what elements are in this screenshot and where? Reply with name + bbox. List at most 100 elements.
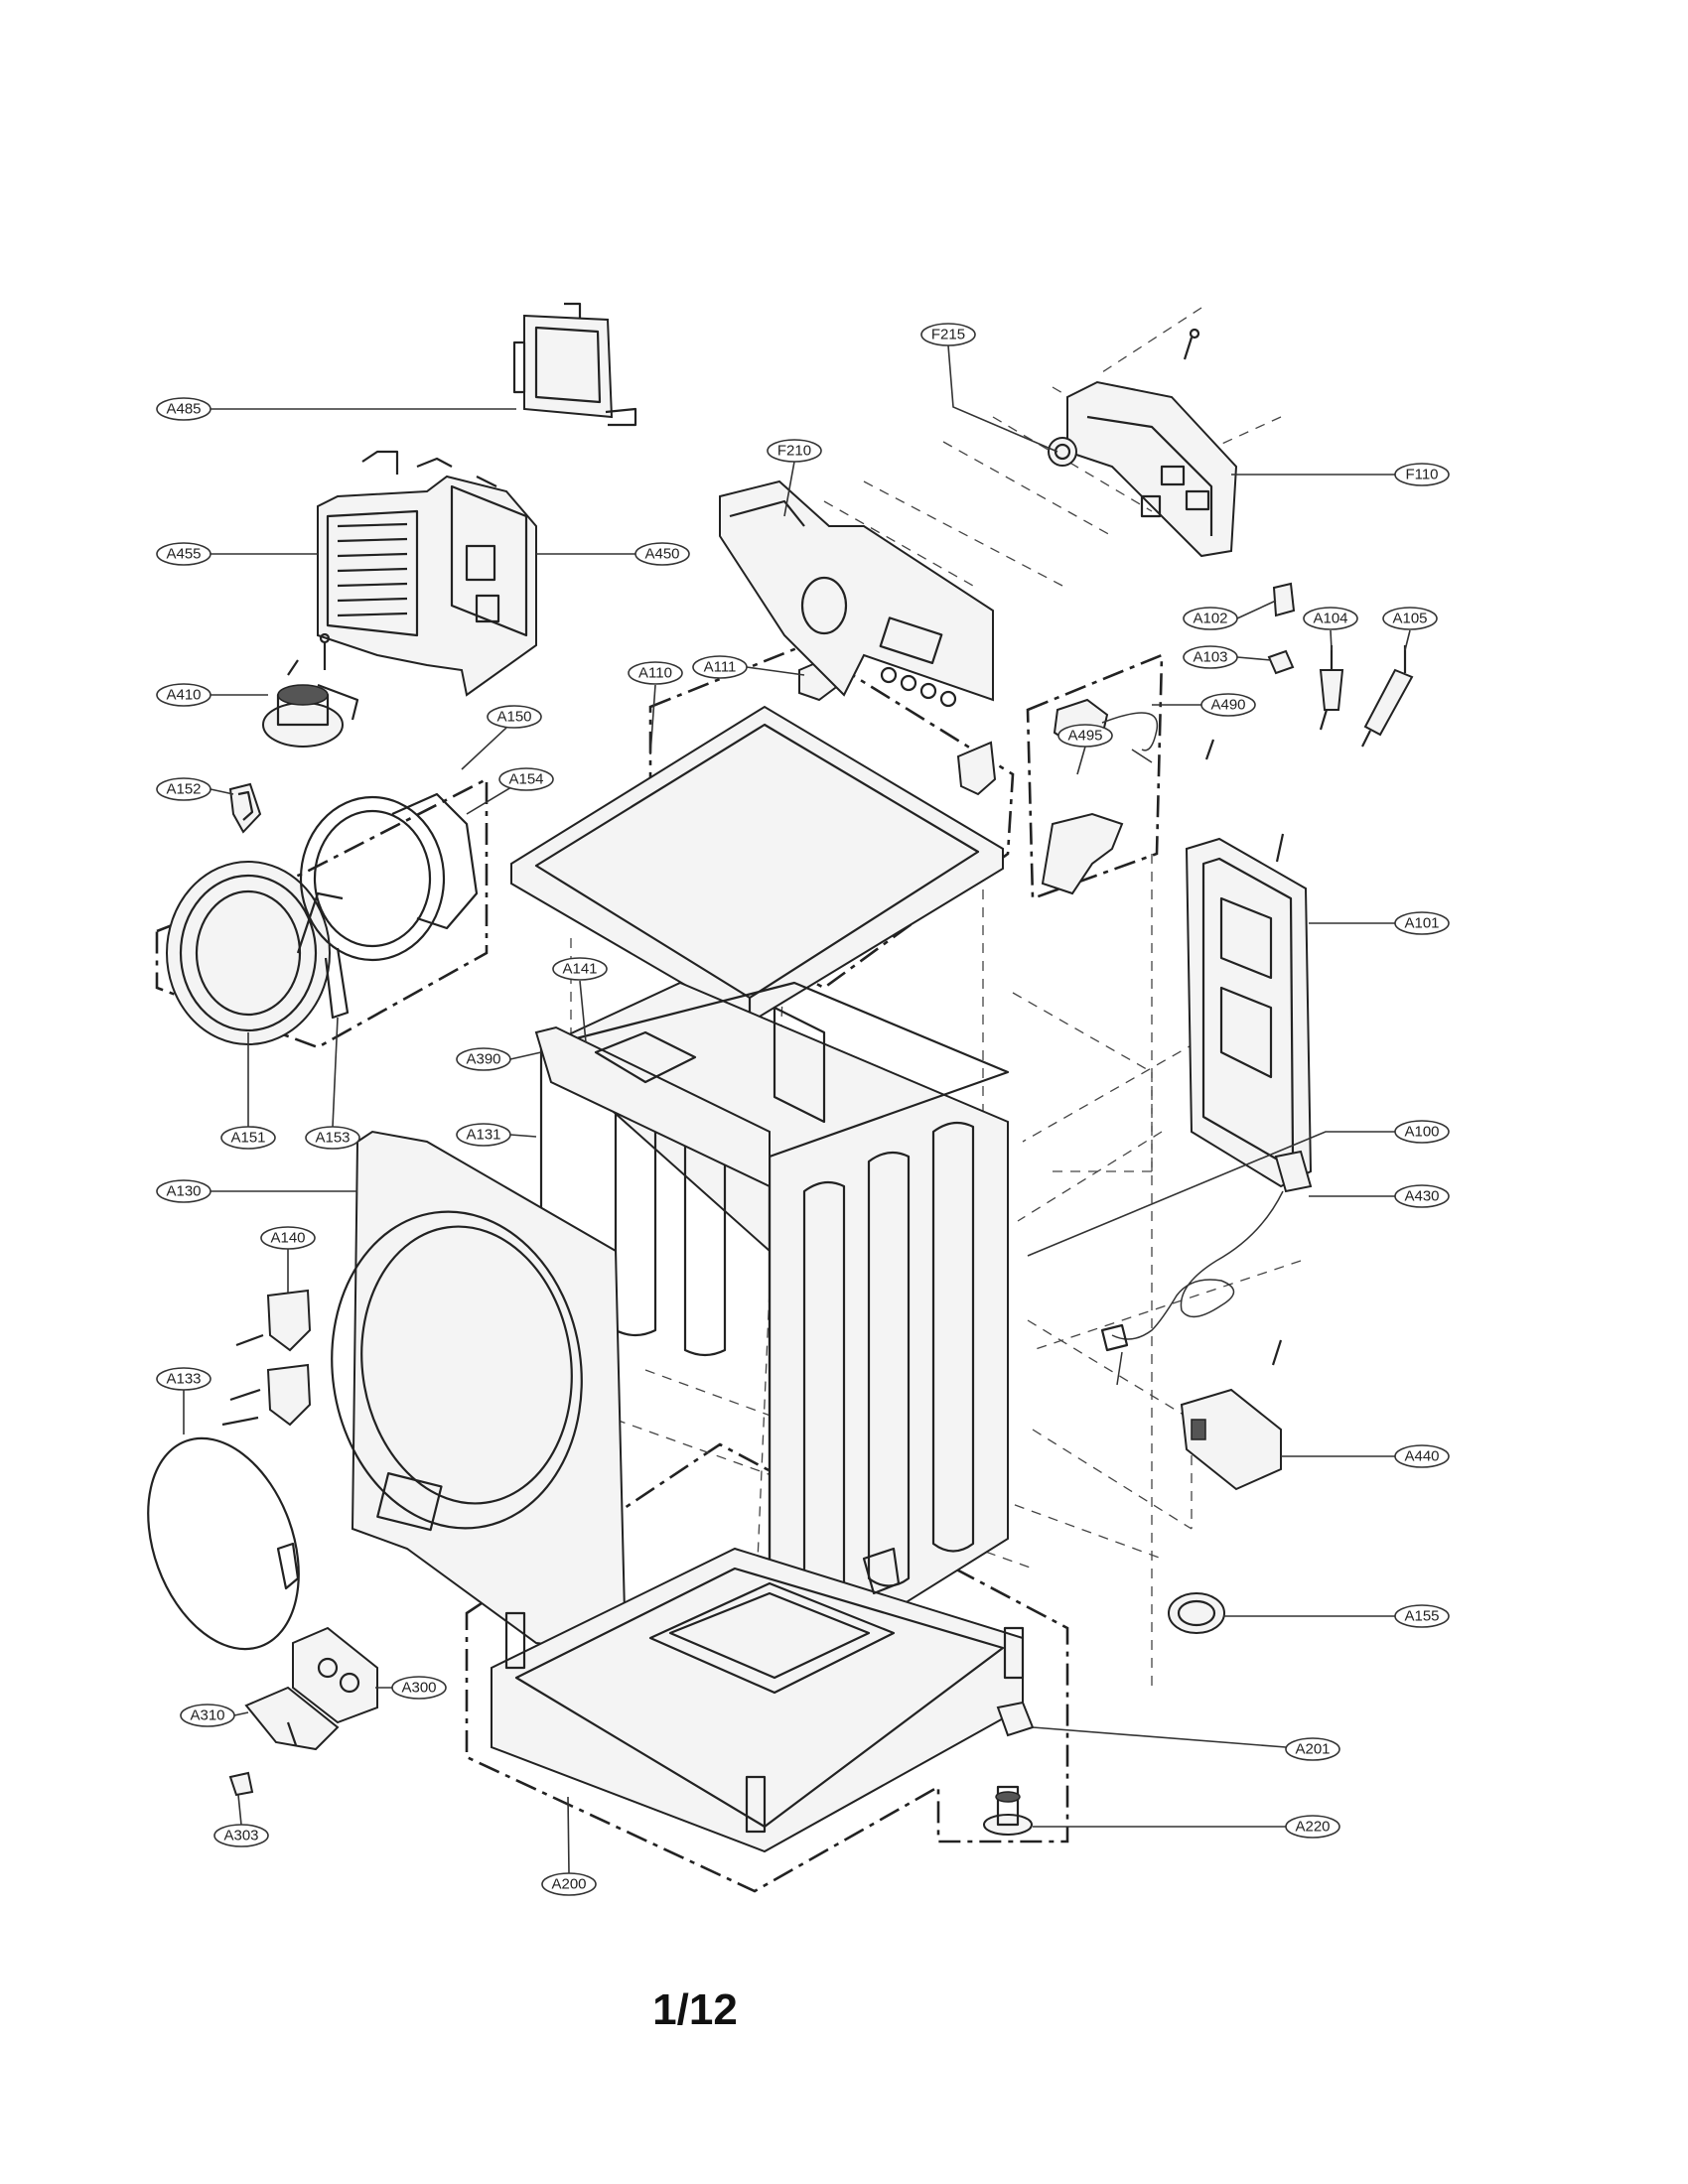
svg-text:A200: A200 [551,1876,586,1893]
callout-A131: A131 [456,1123,511,1147]
callout-A133: A133 [156,1367,211,1391]
part-A103-clip [1267,649,1295,675]
svg-text:A152: A152 [166,781,201,798]
callout-F215: F215 [920,323,976,346]
callout-A103: A103 [1183,645,1238,669]
part-A110-top-plate [510,705,1004,1024]
callout-A455: A455 [156,542,211,566]
svg-text:A103: A103 [1193,649,1227,666]
svg-text:A490: A490 [1210,697,1245,714]
callout-F210: F210 [767,439,822,463]
callout-A303: A303 [213,1824,269,1847]
callout-A150: A150 [487,705,542,729]
callout-A104: A104 [1303,607,1358,630]
callout-A155: A155 [1394,1604,1450,1628]
screw-top-right [1183,328,1200,360]
callout-A105: A105 [1382,607,1438,630]
part-A102-clip [1272,582,1296,617]
svg-text:A130: A130 [166,1183,201,1200]
svg-text:A440: A440 [1404,1448,1439,1465]
callout-A450: A450 [634,542,690,566]
part-A485-pcb-cover [512,302,637,427]
svg-text:A100: A100 [1404,1124,1439,1141]
leader-lines [183,344,1411,1874]
page-number: 1/12 [652,1985,738,2034]
svg-text:A141: A141 [562,961,597,978]
part-A430-power-cord [1100,1150,1313,1386]
svg-text:F210: F210 [777,443,811,460]
svg-text:A220: A220 [1295,1819,1330,1836]
callout-A141: A141 [552,957,608,981]
svg-text:F110: F110 [1405,467,1438,483]
hose-group-outline [1026,653,1164,900]
callout-F110: F110 [1394,463,1450,486]
svg-text:A303: A303 [223,1828,258,1844]
svg-text:A410: A410 [166,687,201,704]
part-A150-front-tub-assembly [166,792,479,1045]
svg-text:A390: A390 [466,1051,500,1068]
callout-A153: A153 [305,1126,360,1150]
callout-A140: A140 [260,1226,316,1250]
part-A155-button [1168,1592,1225,1634]
svg-text:A495: A495 [1067,728,1102,745]
part-A450-main-pcb-assembly [317,450,537,697]
svg-text:A151: A151 [230,1130,265,1147]
svg-text:A300: A300 [401,1680,436,1697]
callout-A430: A430 [1394,1184,1450,1208]
callout-A390: A390 [456,1047,511,1071]
callout-A310: A310 [180,1704,235,1727]
callout-A220: A220 [1285,1815,1340,1839]
part-A440-door-lock [1180,1339,1283,1491]
svg-text:A430: A430 [1404,1188,1439,1205]
svg-text:A310: A310 [190,1707,224,1724]
part-F110-display-pcb-frame [1066,380,1238,558]
callout-A201: A201 [1285,1737,1340,1761]
part-A310-filter-cover [244,1686,340,1751]
part-A152-door-latch [228,782,262,834]
svg-text:A110: A110 [638,665,672,682]
svg-text:A131: A131 [466,1127,500,1144]
svg-text:A155: A155 [1404,1608,1439,1625]
callout-A110: A110 [628,661,683,685]
part-A201-foot-bracket [996,1701,1035,1737]
callout-A152: A152 [156,777,211,801]
callout-A490: A490 [1200,693,1256,717]
svg-text:A104: A104 [1313,611,1347,627]
part-A101-rear-cover [1185,833,1313,1188]
part-A104-valve [1319,645,1344,731]
svg-text:A450: A450 [644,546,679,563]
svg-text:A101: A101 [1404,915,1439,932]
callout-A111: A111 [692,655,748,679]
callout-A300: A300 [391,1676,447,1700]
callout-A100: A100 [1394,1120,1450,1144]
part-A130-front-panel [331,1130,628,1655]
callout-A101: A101 [1394,911,1450,935]
svg-text:A153: A153 [315,1130,350,1147]
part-A390-front-frame [534,1025,771,1188]
part-A105-hose [1361,645,1414,748]
svg-text:F215: F215 [931,327,965,343]
part-A220-leveling-foot [983,1785,1033,1836]
part-A410-pump-motor [262,632,359,748]
svg-text:A485: A485 [166,401,201,418]
base-group-outline [465,1442,1069,1893]
callout-A410: A410 [156,683,211,707]
svg-text:A102: A102 [1193,611,1227,627]
part-A303-filter-cap [228,1771,254,1797]
svg-text:A140: A140 [270,1230,305,1247]
svg-text:A150: A150 [496,709,531,726]
svg-text:A201: A201 [1295,1741,1330,1758]
callout-A154: A154 [498,767,554,791]
part-A133-clamp-ring [147,1436,300,1651]
svg-text:A154: A154 [508,771,543,788]
door-lock-group-outline [155,776,489,1049]
callout-A495: A495 [1057,724,1113,748]
svg-text:A105: A105 [1392,611,1427,627]
part-F210-control-panel [719,479,994,708]
callout-A102: A102 [1183,607,1238,630]
svg-text:A133: A133 [166,1371,201,1388]
part-A300-filter-door [292,1626,378,1724]
callout-A200: A200 [541,1872,597,1896]
callout-A485: A485 [156,397,211,421]
